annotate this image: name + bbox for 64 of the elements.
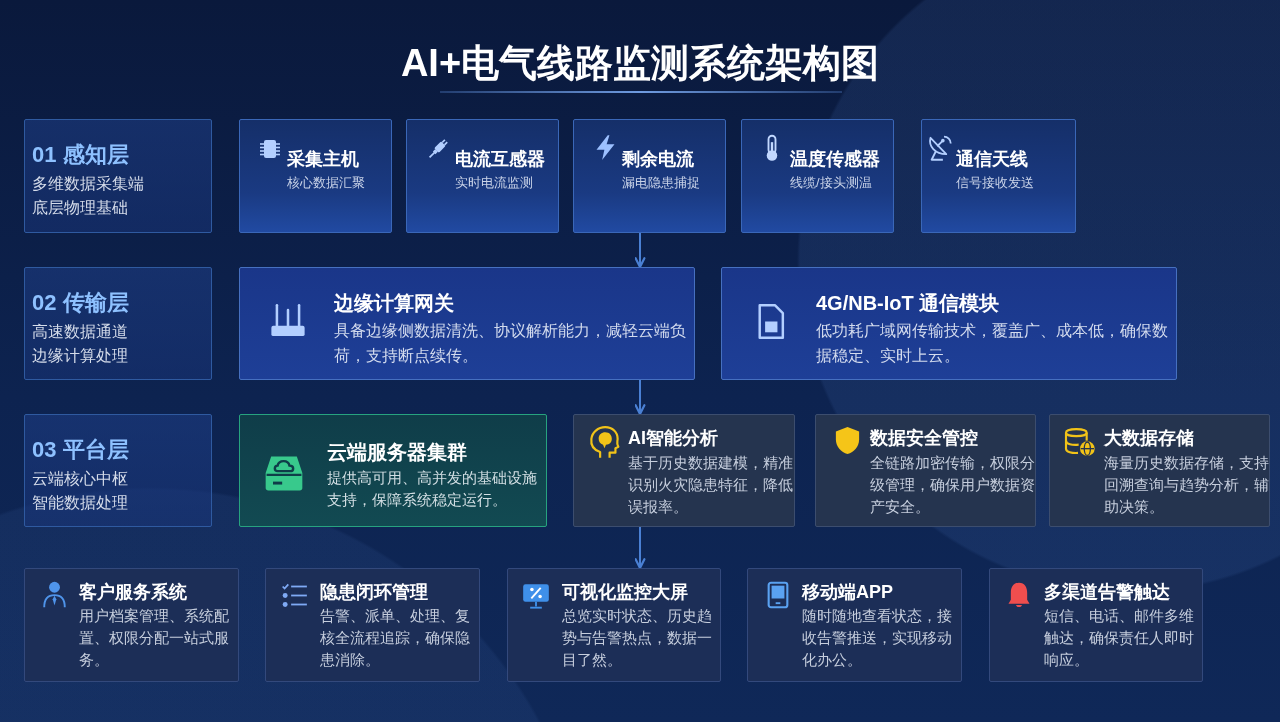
card-title: AI智能分析 xyxy=(628,427,718,450)
card-title: 云端服务器集群 xyxy=(327,440,467,465)
card-description: 漏电隐患捕捉 xyxy=(622,174,700,192)
card-title: 通信天线 xyxy=(956,148,1028,171)
arrow xyxy=(634,526,646,570)
layer-subtitle: 智能数据处理 xyxy=(32,493,128,513)
layer-panel xyxy=(24,414,212,527)
card-title: 4G/NB-IoT 通信模块 xyxy=(816,291,1000,316)
layer-panel xyxy=(24,267,212,380)
layer-title: 03 平台层 xyxy=(32,436,129,464)
layer-subtitle: 边缘计算处理 xyxy=(32,346,128,366)
layer-panel xyxy=(24,119,212,233)
card-title: 客户服务系统 xyxy=(79,581,187,604)
component-card xyxy=(573,119,726,233)
card-title: 边缘计算网关 xyxy=(334,291,454,316)
arrow xyxy=(634,232,646,269)
card-title: 可视化监控大屏 xyxy=(562,581,688,604)
card-title: 电流互感器 xyxy=(455,148,545,171)
module-card xyxy=(239,267,695,380)
arrow xyxy=(634,379,646,416)
card-description: 随时随地查看状态，接收告警推送，实现移动化办公。 xyxy=(802,606,953,670)
card-description: 基于历史数据建模，精准识别火灾隐患特征，降低误报率。 xyxy=(628,453,794,517)
module-card xyxy=(265,568,480,682)
module-card xyxy=(747,568,962,682)
component-card xyxy=(921,119,1076,233)
card-description: 低功耗广域网传输技术，覆盖广、成本低，确保数据稳定、实时上云。 xyxy=(816,321,1169,366)
card-description: 线缆/接头测温 xyxy=(790,174,872,192)
card-description: 提供高可用、高并发的基础设施支持，保障系统稳定运行。 xyxy=(327,468,538,510)
module-card xyxy=(815,414,1036,527)
card-title: 剩余电流 xyxy=(622,148,694,171)
card-description: 短信、电话、邮件多维触达，确保责任人即时响应。 xyxy=(1044,606,1195,670)
card-description: 全链路加密传输，权限分级管理，确保用户数据资产安全。 xyxy=(870,453,1036,517)
card-title: 数据安全管控 xyxy=(870,427,978,450)
diagram-title: AI+电气线路监测系统架构图 xyxy=(400,41,880,86)
card-description: 海量历史数据存储，支持回溯查询与趋势分析，辅助决策。 xyxy=(1104,453,1270,517)
card-description: 总览实时状态、历史趋势与告警热点，数据一目了然。 xyxy=(562,606,713,670)
layer-subtitle: 底层物理基础 xyxy=(32,198,128,218)
layer-title: 01 感知层 xyxy=(32,141,129,169)
card-title: 多渠道告警触达 xyxy=(1044,581,1170,604)
module-card xyxy=(507,568,721,682)
component-card xyxy=(239,119,392,233)
card-description: 信号接收发送 xyxy=(956,174,1034,192)
card-description: 核心数据汇聚 xyxy=(287,174,365,192)
card-description: 用户档案管理、系统配置、权限分配一站式服务。 xyxy=(79,606,230,670)
module-card xyxy=(721,267,1177,380)
card-description: 具备边缘侧数据清洗、协议解析能力，减轻云端负荷，支持断点续传。 xyxy=(334,321,687,366)
card-title: 温度传感器 xyxy=(790,148,880,171)
module-card xyxy=(573,414,795,527)
card-description: 实时电流监测 xyxy=(455,174,533,192)
module-card xyxy=(1049,414,1270,527)
module-card xyxy=(24,568,239,682)
module-card xyxy=(989,568,1203,682)
card-title: 移动端APP xyxy=(802,581,893,604)
card-title: 采集主机 xyxy=(287,148,359,171)
layer-subtitle: 多维数据采集端 xyxy=(32,174,144,194)
component-card xyxy=(406,119,559,233)
card-description: 告警、派单、处理、复核全流程追踪，确保隐患消除。 xyxy=(320,606,471,670)
card-title: 大数据存储 xyxy=(1104,427,1194,450)
layer-title: 02 传输层 xyxy=(32,289,129,317)
layer-subtitle: 高速数据通道 xyxy=(32,322,128,342)
layer-subtitle: 云端核心中枢 xyxy=(32,469,128,489)
card-title: 隐患闭环管理 xyxy=(320,581,428,604)
module-card xyxy=(239,414,547,527)
component-card xyxy=(741,119,894,233)
